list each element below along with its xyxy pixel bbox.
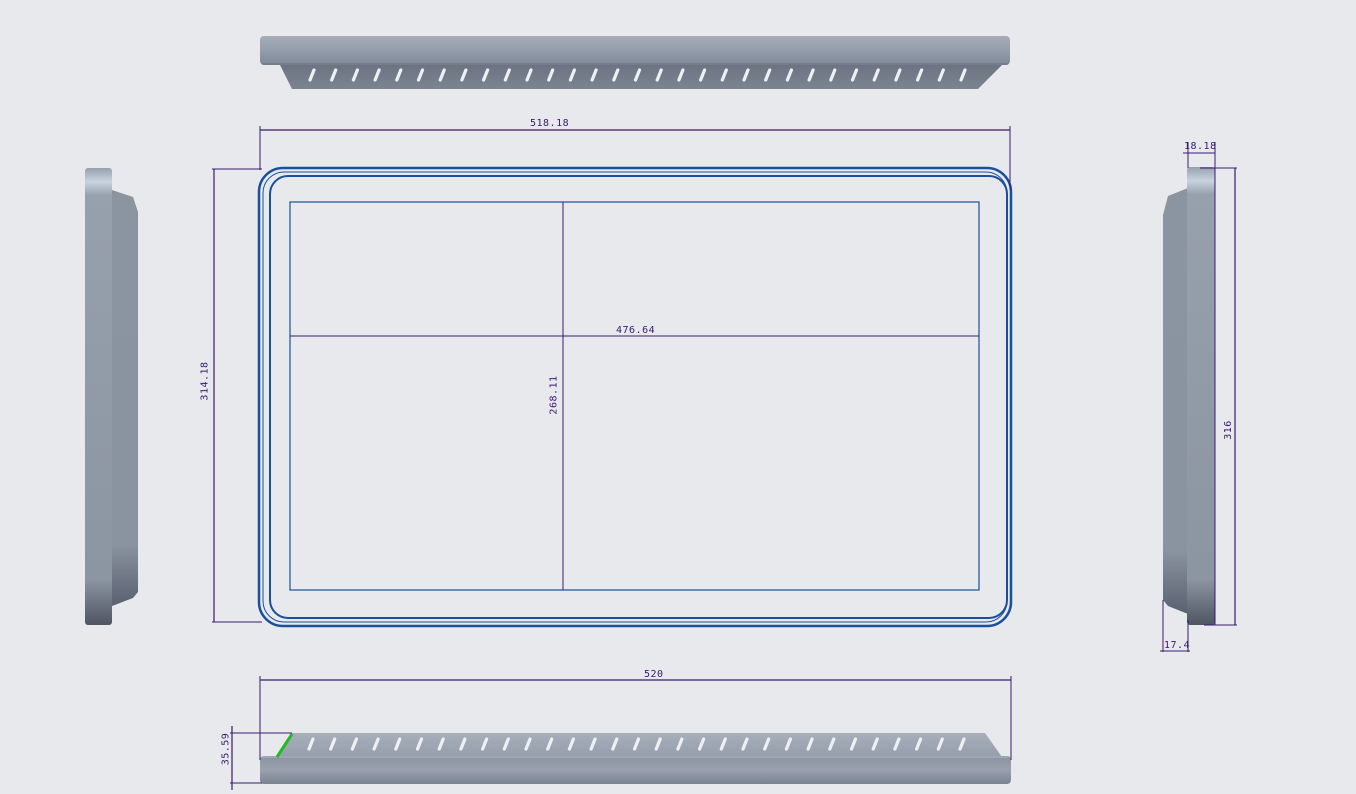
vent-slot (654, 737, 662, 751)
top-view-vent-slots (308, 68, 967, 82)
vent-slot (894, 68, 902, 82)
vent-slot (438, 68, 446, 82)
right-view-bezel (1187, 167, 1215, 625)
vent-slot (437, 737, 445, 751)
vent-slot (914, 737, 923, 751)
front-view (212, 126, 1013, 628)
vent-slot (372, 737, 380, 751)
vent-slot (394, 737, 402, 751)
vent-slot (568, 68, 577, 82)
vent-slot (632, 737, 641, 751)
top-view-bezel (260, 36, 1010, 65)
vent-slot (373, 68, 381, 82)
vent-slot (589, 737, 597, 751)
vent-slot (590, 68, 598, 82)
vent-slot (330, 68, 338, 82)
vent-slot (481, 737, 489, 751)
dim-side-back-depth: 17.4 (1164, 640, 1191, 651)
screen-area (289, 201, 980, 591)
vent-slot (959, 68, 967, 82)
vent-slot (936, 737, 944, 751)
vent-slot (416, 68, 425, 82)
vent-slot (720, 68, 728, 82)
vent-slot (502, 737, 510, 751)
vent-slot (784, 737, 793, 751)
vent-slot (829, 68, 837, 82)
vent-slot (828, 737, 836, 751)
dim-bottom-width: 520 (644, 669, 664, 680)
bottom-view (230, 676, 1012, 790)
vent-slot (655, 68, 663, 82)
vent-slot (807, 68, 815, 82)
dim-overall-height: 314.18 (199, 361, 211, 401)
vent-slot (307, 737, 315, 751)
front-inner-bezel (269, 175, 1008, 619)
vent-slot (482, 68, 490, 82)
vent-slot (329, 737, 337, 751)
vent-slot (350, 737, 358, 751)
vent-slot (308, 68, 316, 82)
dim-screen-height: 268.11 (548, 375, 560, 415)
vent-slot (351, 68, 359, 82)
dim-overall-width: 518.18 (530, 118, 570, 129)
bottom-view-vent-slots (307, 737, 966, 751)
vent-slot (958, 737, 966, 751)
vent-slot (460, 68, 468, 82)
vent-slot (524, 737, 532, 751)
dim-bottom-depth: 35.59 (220, 732, 232, 766)
vent-slot (697, 737, 706, 751)
front-outer-frame (257, 166, 1013, 628)
vent-slot (785, 68, 794, 82)
left-side-view (85, 168, 138, 625)
bottom-view-bezel (260, 756, 1011, 784)
vent-slot (612, 68, 620, 82)
vent-slot (567, 737, 576, 751)
vent-slot (698, 68, 707, 82)
vent-slot (547, 68, 555, 82)
vent-slot (719, 737, 727, 751)
vent-slot (546, 737, 554, 751)
vent-slot (763, 737, 771, 751)
right-side-view (1160, 142, 1237, 652)
dim-side-bezel-depth: 18.18 (1184, 141, 1217, 152)
vent-slot (742, 68, 750, 82)
dim-screen-width: 476.64 (616, 325, 656, 336)
highlighted-edge (275, 733, 294, 758)
bottom-view-tray (277, 733, 1002, 757)
vent-slot (850, 68, 859, 82)
vent-slot (849, 737, 858, 751)
vent-slot (764, 68, 772, 82)
vent-slot (677, 68, 685, 82)
vent-slot (676, 737, 684, 751)
dim-side-height: 316 (1222, 420, 1234, 440)
vent-slot (893, 737, 901, 751)
right-view-back (1163, 188, 1188, 614)
vent-slot (415, 737, 424, 751)
top-view-tray (280, 65, 1002, 89)
left-view-back (112, 190, 138, 606)
vent-slot (525, 68, 533, 82)
left-view-bezel (85, 168, 112, 625)
vent-slot (915, 68, 924, 82)
vent-slot (459, 737, 467, 751)
vent-slot (871, 737, 879, 751)
vent-slot (633, 68, 642, 82)
vent-slot (503, 68, 511, 82)
vent-slot (611, 737, 619, 751)
vent-slot (741, 737, 749, 751)
top-view (260, 36, 1010, 89)
vent-slot (806, 737, 814, 751)
vent-slot (937, 68, 945, 82)
vent-slot (395, 68, 403, 82)
vent-slot (872, 68, 880, 82)
